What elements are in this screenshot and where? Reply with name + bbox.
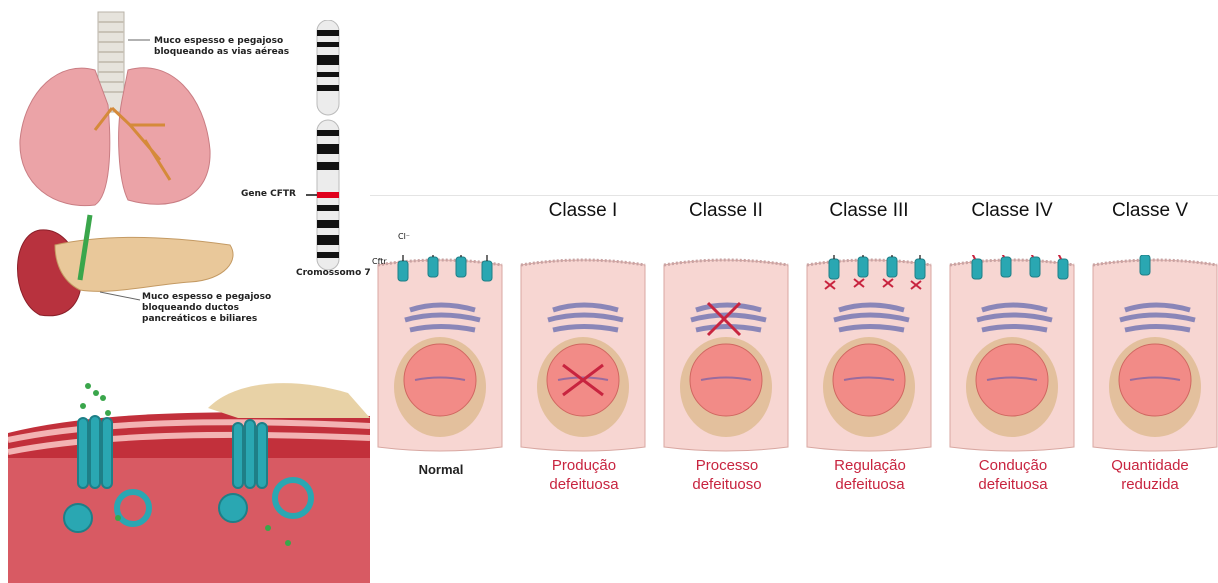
caption-class-1-line-2: defeituosa bbox=[514, 475, 654, 494]
caption-class-5-line-2: reduzida bbox=[1080, 475, 1218, 494]
pancreas-note-line-1: Muco espesso e pegajoso bbox=[142, 292, 271, 303]
caption-normal-line-1: Normal bbox=[371, 460, 511, 479]
chloride-ion-label: Cl⁻ bbox=[398, 232, 410, 241]
caption-class-3-line-1: Regulação bbox=[800, 456, 940, 475]
chromosome-label: Cromossomo 7 bbox=[296, 268, 371, 279]
cftr-gene-band bbox=[317, 192, 339, 198]
caption-class-2-line-1: Processo bbox=[657, 456, 797, 475]
caption-class-3: Regulação defeituosa bbox=[800, 456, 940, 494]
caption-normal: Normal bbox=[371, 460, 511, 479]
caption-class-4-line-2: defeituosa bbox=[943, 475, 1083, 494]
cell-normal bbox=[378, 260, 502, 451]
class-title-4: Classe IV bbox=[942, 200, 1082, 222]
lung-annotation: Muco espesso e pegajoso bloqueando as vi… bbox=[154, 36, 289, 58]
chromosome-7-illustration bbox=[300, 20, 360, 270]
cell-class-4 bbox=[950, 260, 1074, 451]
caption-class-1: Produção defeituosa bbox=[514, 456, 654, 494]
pancreas-note-line-3: pancreáticos e biliares bbox=[142, 314, 271, 325]
pancreas-note-line-2: bloqueando ductos bbox=[142, 303, 271, 314]
cell-panels bbox=[370, 255, 1218, 455]
class-title-5: Classe V bbox=[1080, 200, 1218, 222]
caption-class-4-line-1: Condução bbox=[943, 456, 1083, 475]
class-title-2: Classe II bbox=[656, 200, 796, 222]
cell-class-2 bbox=[664, 260, 788, 451]
lung-note-line-2: bloqueando as vias aéreas bbox=[154, 47, 289, 58]
caption-class-5: Quantidade reduzida bbox=[1080, 456, 1218, 494]
class-title-3: Classe III bbox=[799, 200, 939, 222]
lung-note-line-1: Muco espesso e pegajoso bbox=[154, 36, 289, 47]
caption-class-3-line-2: defeituosa bbox=[800, 475, 940, 494]
caption-class-1-line-1: Produção bbox=[514, 456, 654, 475]
caption-class-4: Condução defeituosa bbox=[943, 456, 1083, 494]
divider bbox=[370, 195, 1218, 196]
pancreas-annotation: Muco espesso e pegajoso bloqueando ducto… bbox=[142, 292, 271, 325]
cell-class-5 bbox=[1093, 260, 1217, 451]
caption-class-2-line-2: defeituoso bbox=[657, 475, 797, 494]
caption-class-5-line-1: Quantidade bbox=[1080, 456, 1218, 475]
cell-class-1 bbox=[521, 260, 645, 451]
cftr-membrane-illustration bbox=[8, 378, 370, 583]
caption-class-2: Processo defeituoso bbox=[657, 456, 797, 494]
cftr-channel-label: Cftr bbox=[372, 257, 387, 266]
class-title-1: Classe I bbox=[513, 200, 653, 222]
gene-cftr-label: Gene CFTR bbox=[241, 189, 296, 200]
